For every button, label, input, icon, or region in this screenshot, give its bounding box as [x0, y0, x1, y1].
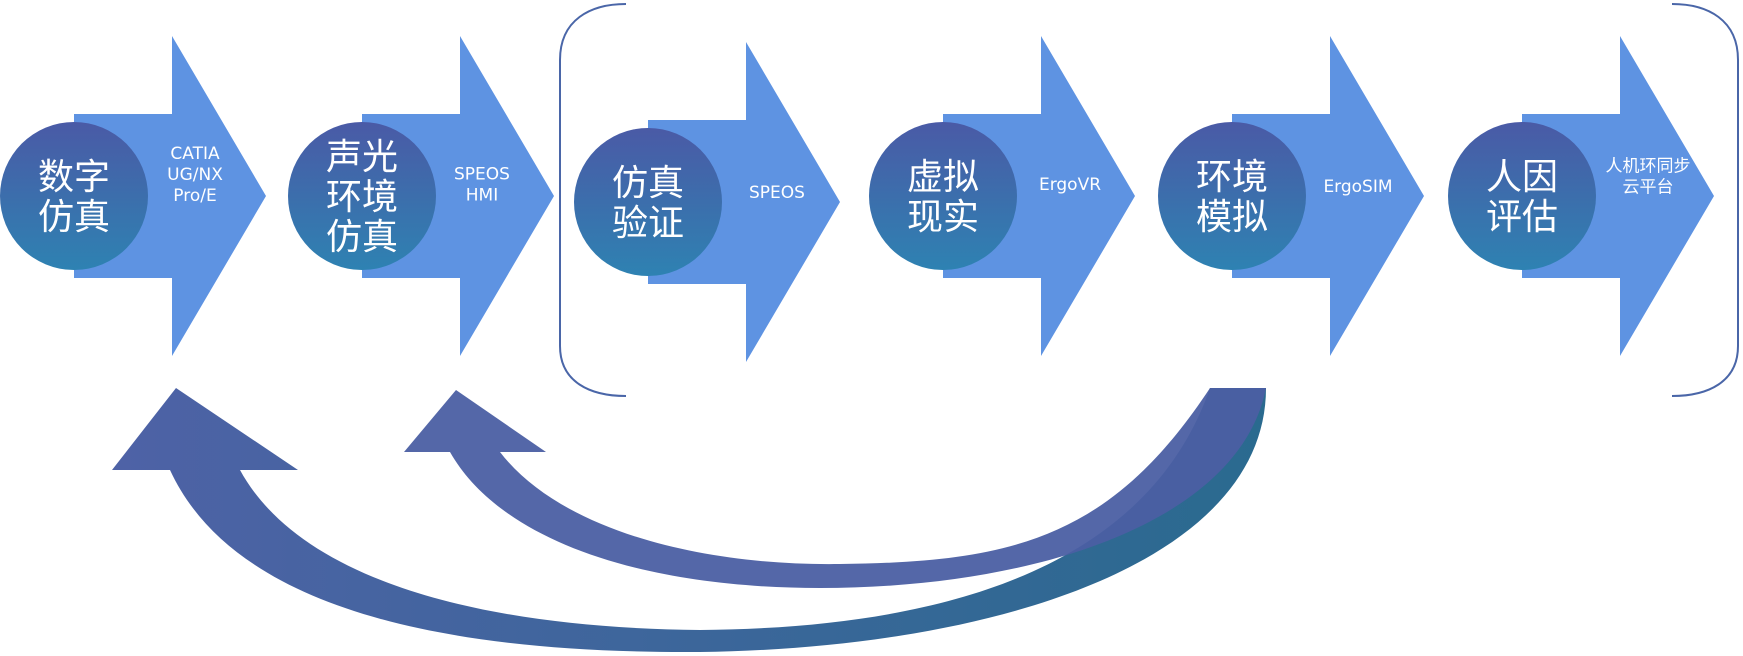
- step-circle: [1448, 122, 1596, 270]
- step-title-line: 评估: [1486, 197, 1558, 238]
- step-circle: [574, 128, 722, 276]
- step-arrow: [648, 42, 840, 362]
- step-title-line: 仿真: [38, 197, 110, 238]
- step-title-line: 声光: [326, 137, 398, 178]
- step-title-line: 数字: [38, 157, 110, 198]
- step-tool-label: Pro/E: [173, 186, 216, 206]
- step-circle: [1158, 122, 1306, 270]
- step-tool-label: CATIA: [170, 144, 220, 164]
- step-tool-label: 云平台: [1623, 178, 1674, 198]
- step-title-line: 仿真: [612, 163, 684, 204]
- step-tool-label: 人机环同步: [1606, 157, 1691, 177]
- step-title-line: 模拟: [1196, 197, 1268, 238]
- step-arrow: [1522, 36, 1714, 356]
- group-bracket: [559, 3, 1739, 397]
- step-tool-label: UG/NX: [167, 165, 223, 185]
- step-title-line: 验证: [612, 203, 684, 244]
- step-tool-label: ErgoVR: [1039, 175, 1101, 195]
- feedback-curves: [112, 388, 1266, 653]
- step-arrow: [362, 36, 554, 356]
- step-arrow: [74, 36, 266, 356]
- step-title-line: 仿真: [326, 217, 398, 258]
- step-title-line: 现实: [907, 197, 979, 238]
- step-title-line: 环境: [326, 177, 398, 218]
- feedback-arrow-inner: [404, 388, 1266, 588]
- step-tool-label: HMI: [466, 186, 498, 206]
- step-title-line: 人因: [1486, 157, 1558, 198]
- step-tool-label: ErgoSIM: [1323, 177, 1392, 197]
- step-tool-label: SPEOS: [749, 183, 805, 203]
- step-tool-label: SPEOS: [454, 165, 510, 185]
- step-circle: [288, 122, 436, 270]
- step-title-line: 虚拟: [907, 157, 979, 198]
- step-arrow: [943, 36, 1135, 356]
- step-circle: [0, 122, 148, 270]
- step-circle: [869, 122, 1017, 270]
- step-title-line: 环境: [1196, 157, 1268, 198]
- step-arrow: [1232, 36, 1424, 356]
